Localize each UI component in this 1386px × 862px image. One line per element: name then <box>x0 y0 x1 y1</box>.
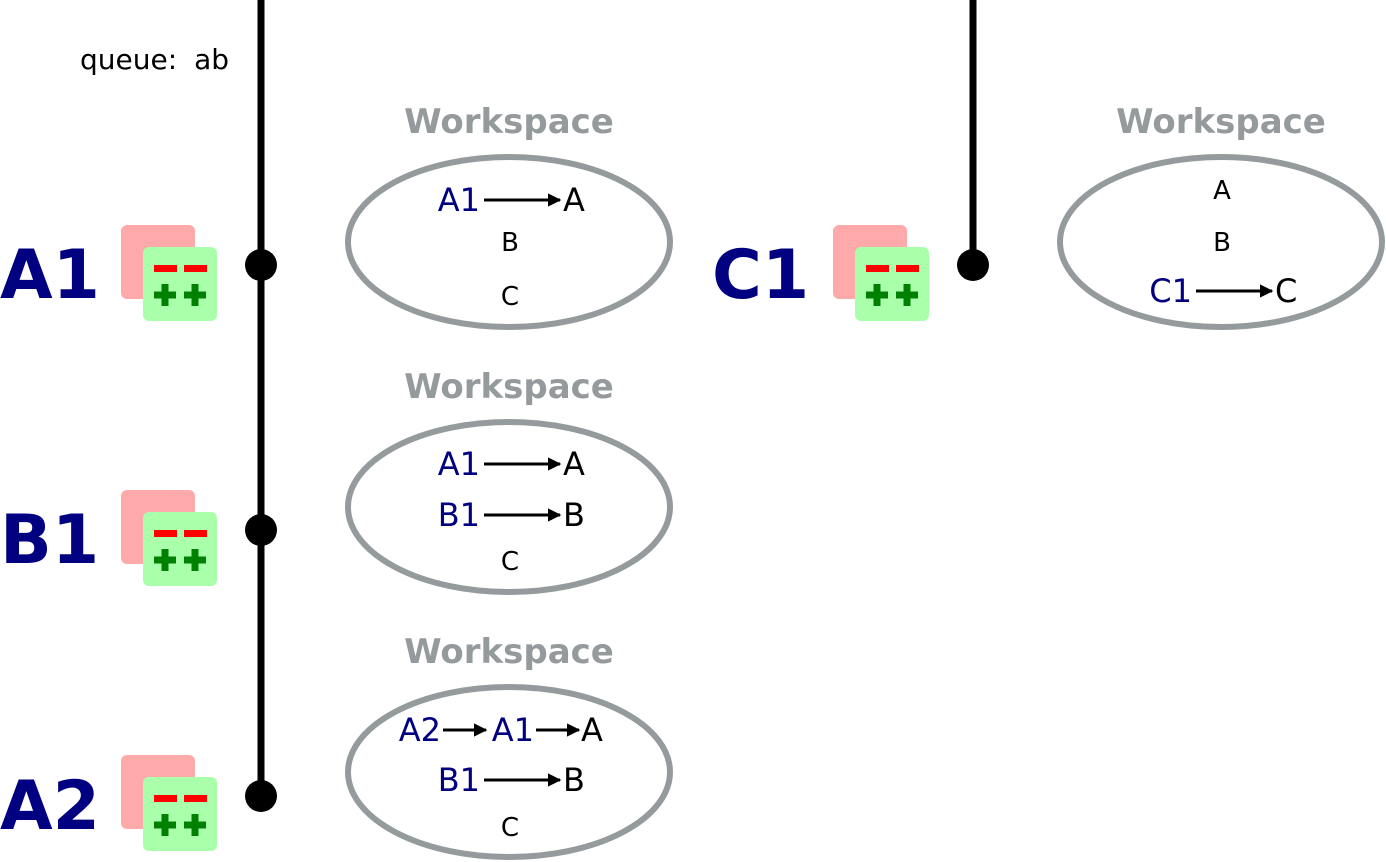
commit-b1: B1 <box>0 490 277 586</box>
workspace-title: Workspace <box>1116 102 1326 142</box>
commit-label: B1 <box>0 501 99 580</box>
target-label: B <box>563 496 585 534</box>
workspace-title: Workspace <box>404 367 614 407</box>
change-name: B1 <box>438 496 480 534</box>
commit-dot <box>957 249 989 281</box>
workspace-c1: Workspace A B C1 C <box>1057 102 1385 330</box>
change-name: A1 <box>438 445 480 483</box>
change-name: A1 <box>492 711 534 749</box>
target-label: A <box>563 181 585 219</box>
change-name: C1 <box>1149 272 1192 310</box>
target-label: B <box>1213 228 1231 258</box>
workspace-ellipse <box>345 419 673 595</box>
target-label: C <box>1275 272 1297 310</box>
diff-icon <box>833 225 929 321</box>
change-name: A2 <box>399 711 441 749</box>
workspace-ellipse <box>345 684 673 860</box>
commit-dot <box>245 780 277 812</box>
commit-label: A2 <box>0 767 100 846</box>
workspace-ellipse <box>345 154 673 330</box>
diff-icon <box>121 755 217 851</box>
queue-label: queue: ab <box>80 43 229 76</box>
diff-icon <box>121 490 217 586</box>
target-label: B <box>501 228 519 258</box>
workspace-ellipse <box>1057 154 1385 330</box>
commit-a1: A1 <box>0 225 277 321</box>
workspace-title: Workspace <box>404 102 614 142</box>
workspace-a1: Workspace A1 A B C <box>345 102 673 330</box>
queue-value: ab <box>194 43 229 76</box>
change-name: B1 <box>438 761 480 799</box>
target-label: A <box>581 711 603 749</box>
target-label: A <box>563 445 585 483</box>
target-label: C <box>501 547 519 577</box>
change-name: A1 <box>438 181 480 219</box>
diff-icon <box>121 225 217 321</box>
commit-a2: A2 <box>0 755 277 851</box>
workspace-title: Workspace <box>404 632 614 672</box>
commit-label: A1 <box>0 236 100 315</box>
workspace-a2: Workspace A2 A1 A B1 B C <box>345 632 673 860</box>
target-label: C <box>501 813 519 843</box>
workspace-b1: Workspace A1 A B1 B C <box>345 367 673 595</box>
commit-dot <box>245 249 277 281</box>
commit-label: C1 <box>712 236 809 315</box>
commit-c1: C1 <box>712 225 989 321</box>
commit-dot <box>245 514 277 546</box>
target-label: C <box>501 282 519 312</box>
target-label: B <box>563 761 585 799</box>
target-label: A <box>1213 176 1231 206</box>
